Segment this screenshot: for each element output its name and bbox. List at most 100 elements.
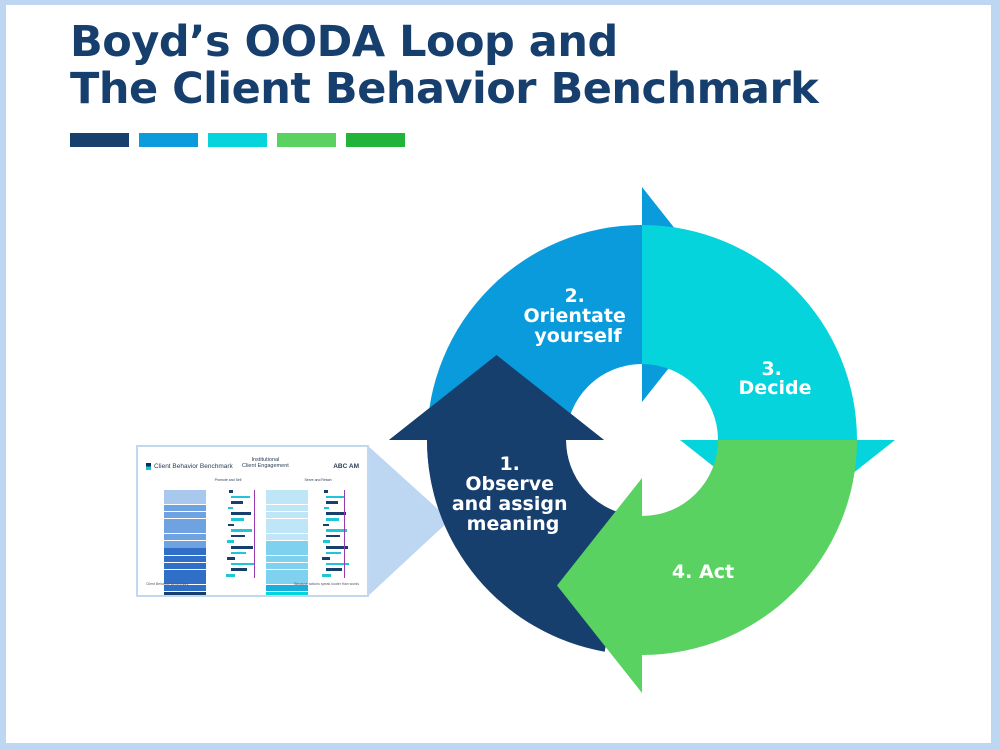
thumbnail-bar xyxy=(226,574,235,577)
step-4-label: 4. Act xyxy=(672,561,734,583)
thumbnail-row xyxy=(266,584,308,592)
thumbnail-bar xyxy=(323,506,329,510)
color-bar xyxy=(70,133,129,147)
thumbnail-bar xyxy=(230,495,250,499)
thumbnail-bar xyxy=(228,506,233,510)
step-3-number: 3. xyxy=(761,358,781,380)
step-1-label: 1. Observe and assign meaning xyxy=(452,453,574,535)
thumbnail-bar xyxy=(230,534,245,538)
thumbnail-bar xyxy=(226,557,235,560)
thumbnail-bar xyxy=(322,540,330,543)
step-2-label: 2. Orientate yourself xyxy=(524,285,633,347)
thumbnail-bar xyxy=(326,512,346,515)
thumbnail-bar xyxy=(230,518,244,521)
thumbnail-header: Client Behavior Benchmark Institutional … xyxy=(146,457,359,475)
thumbnail-row xyxy=(164,584,206,592)
step-3-label: 3. Decide xyxy=(739,358,812,399)
thumbnail-bar xyxy=(230,562,254,566)
thumbnail-left-section: Promote and Sell xyxy=(198,478,258,486)
thumbnail-right-rows xyxy=(266,490,308,595)
thumbnail-bar xyxy=(227,540,234,543)
legend-strip xyxy=(288,482,348,486)
thumbnail-right-bars xyxy=(310,490,349,580)
note-bracket xyxy=(254,490,255,578)
thumbnail-row xyxy=(164,548,206,555)
title-line-1: Boyd’s OODA Loop and xyxy=(70,17,618,67)
legend-strip xyxy=(198,482,258,486)
step-1-line: meaning xyxy=(467,513,560,535)
thumbnail-row xyxy=(164,511,206,519)
thumbnail-bar xyxy=(326,562,349,566)
thumbnail-brand-text: Client Behavior Benchmark xyxy=(154,463,233,470)
thumbnail-footer-right: Because actions speak louder than words xyxy=(294,582,359,586)
slide-title: Boyd’s OODA Loop and The Client Behavior… xyxy=(70,17,819,113)
section-title: Promote and Sell xyxy=(214,478,242,482)
color-bar xyxy=(208,133,267,147)
note-bracket xyxy=(344,490,345,578)
thumbnail-row xyxy=(266,591,308,595)
benchmark-report-thumbnail: Client Behavior Benchmark Institutional … xyxy=(136,445,369,597)
thumbnail-row xyxy=(266,519,308,526)
step-1-line: Observe xyxy=(465,473,554,495)
thumbnail-row xyxy=(266,540,308,548)
arrow-act xyxy=(557,440,857,693)
step-4-number: 4. xyxy=(672,561,692,583)
color-bar-strip xyxy=(70,133,405,147)
thumbnail-row xyxy=(164,497,206,504)
thumbnail-row xyxy=(164,591,206,595)
thumbnail-bar xyxy=(230,501,243,504)
thumbnail-row xyxy=(266,562,308,570)
arrow-observe-head xyxy=(389,355,604,548)
thumbnail-bar xyxy=(323,523,329,527)
thumbnail-bar xyxy=(230,512,251,515)
thumbnail-bar xyxy=(326,534,340,538)
step-4-text: Act xyxy=(699,561,734,583)
thumbnail-row xyxy=(266,570,308,577)
thumbnail-brand: Client Behavior Benchmark xyxy=(146,463,233,470)
thumbnail-bar xyxy=(326,501,338,504)
thumbnail-bar xyxy=(326,546,348,549)
step-2-line: yourself xyxy=(534,325,622,347)
thumbnail-row xyxy=(164,526,206,533)
thumbnail-bar xyxy=(321,574,331,577)
thumbnail-row xyxy=(164,555,206,563)
thumbnail-bar xyxy=(230,529,252,532)
thumbnail-row xyxy=(164,540,206,548)
thumbnail-bar xyxy=(326,529,347,532)
thumbnail-row xyxy=(266,533,308,541)
thumbnail-bar xyxy=(326,551,341,555)
thumbnail-title-line: Client Engagement xyxy=(242,463,289,469)
thumbnail-row xyxy=(164,519,206,526)
step-4-line: 4. Act xyxy=(672,561,734,583)
thumbnail-bar xyxy=(326,518,339,521)
thumbnail-row xyxy=(164,577,206,584)
thumbnail-bar xyxy=(326,568,342,571)
color-bar xyxy=(346,133,405,147)
color-bar xyxy=(277,133,336,147)
thumbnail-row xyxy=(164,504,206,512)
step-3-line: Decide xyxy=(739,377,812,399)
thumbnail-row xyxy=(266,548,308,555)
thumbnail-row xyxy=(266,511,308,519)
thumbnail-row xyxy=(266,526,308,533)
thumbnail-row xyxy=(266,555,308,563)
thumbnail-bar xyxy=(230,546,253,549)
thumbnail-company: ABC AM xyxy=(333,463,359,470)
thumbnail-row xyxy=(266,504,308,512)
step-1-number: 1. xyxy=(499,453,519,475)
thumbnail-bar xyxy=(322,557,330,560)
section-title: Serve and Retain xyxy=(304,478,332,482)
color-bar xyxy=(139,133,198,147)
thumbnail-left-bars xyxy=(208,490,254,580)
thumbnail-row xyxy=(164,570,206,577)
step-1-line: and assign xyxy=(452,493,568,515)
thumbnail-left-rows xyxy=(164,490,206,595)
thumbnail-title-line: Institutional xyxy=(251,457,280,463)
thumbnail-row xyxy=(164,490,206,497)
thumbnail-footer-left: Client Behavior Benchmark xyxy=(146,582,189,586)
thumbnail-bar xyxy=(324,490,328,493)
thumbnail-row xyxy=(164,562,206,570)
thumbnail-bar xyxy=(228,490,233,493)
thumbnail-row xyxy=(266,497,308,504)
